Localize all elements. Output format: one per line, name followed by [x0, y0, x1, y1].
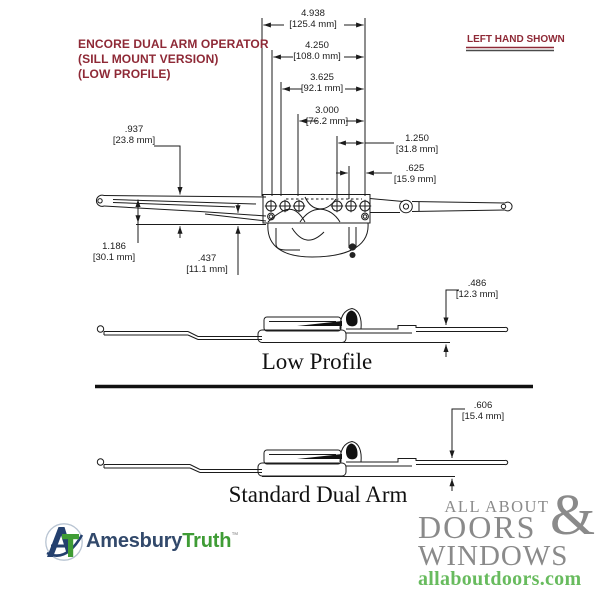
- aad-windows: WINDOWS: [418, 540, 569, 572]
- dim-0-437: .437 [11.1 mm]: [186, 253, 228, 275]
- all-about-doors-logo: ALL ABOUT & DOORS WINDOWS allaboutdoors.…: [416, 486, 595, 594]
- dim-4-938-in: 4.938: [301, 8, 325, 19]
- dim-1-250-mm: [31.8 mm]: [395, 143, 439, 155]
- dim-0-937-mm: [23.8 mm]: [112, 134, 156, 146]
- dim-0-486: .486 [12.3 mm]: [455, 278, 499, 300]
- aad-ampersand: &: [550, 482, 596, 547]
- dim-4-250: 4.250 [108.0 mm]: [293, 40, 341, 62]
- dim-0-437-mm: [11.1 mm]: [186, 263, 228, 275]
- dim-4-250-mm: [108.0 mm]: [293, 50, 341, 62]
- caption-standard-dual-arm: Standard Dual Arm: [228, 482, 408, 507]
- aad-url: allaboutdoors.com: [418, 568, 582, 590]
- hand-note: LEFT HAND SHOWN: [467, 34, 565, 45]
- dim-4-250-in: 4.250: [305, 40, 329, 51]
- amesbury-name: Amesbury: [86, 530, 183, 552]
- dim-1-186: 1.186 [30.1 mm]: [92, 241, 136, 263]
- drawing-title-line-1: ENCORE DUAL ARM OPERATOR: [78, 37, 269, 51]
- dim-0-606-mm: [15.4 mm]: [461, 410, 505, 422]
- truth-name: Truth: [182, 530, 232, 552]
- drawing-title: ENCORE DUAL ARM OPERATOR (SILL MOUNT VER…: [78, 37, 269, 82]
- dim-1-186-mm: [30.1 mm]: [92, 251, 136, 263]
- dim-1-186-in: 1.186: [102, 241, 126, 252]
- amesbury-truth-emblem: [45, 523, 84, 561]
- aad-all-about: ALL ABOUT: [444, 497, 550, 516]
- dim-0-625: .625 [15.9 mm]: [393, 163, 437, 185]
- dim-3-625-mm: [92.1 mm]: [300, 82, 344, 94]
- dim-3-000: 3.000 [76.2 mm]: [305, 105, 349, 127]
- dim-0-486-in: .486: [467, 278, 487, 289]
- aad-doors: DOORS: [418, 509, 537, 545]
- drawing-title-line-3: (LOW PROFILE): [78, 67, 171, 81]
- dim-1-250-in: 1.250: [405, 133, 429, 144]
- dim-3-625-in: 3.625: [310, 72, 334, 83]
- screw-holes: [264, 199, 372, 213]
- dim-4-938: 4.938 [125.4 mm]: [289, 8, 337, 30]
- dim-3-000-in: 3.000: [315, 105, 339, 116]
- low-profile-side-view: [96, 289, 509, 357]
- amesbury-truth-wordmark: AmesburyTruth™: [86, 530, 238, 553]
- trademark-symbol: ™: [231, 532, 239, 539]
- dimension-arrows: [135, 22, 394, 275]
- standard-dual-arm-side-view: [96, 408, 509, 491]
- dim-0-486-mm: [12.3 mm]: [455, 288, 499, 300]
- dim-4-938-mm: [125.4 mm]: [289, 18, 337, 30]
- dim-0-606-in: .606: [473, 400, 493, 411]
- dim-0-437-in: .437: [197, 253, 217, 264]
- dim-1-250: 1.250 [31.8 mm]: [395, 133, 439, 155]
- dim-0-606: .606 [15.4 mm]: [461, 400, 505, 422]
- drawing-title-line-2: (SILL MOUNT VERSION): [78, 52, 219, 66]
- dim-0-937: .937 [23.8 mm]: [112, 124, 156, 146]
- dim-0-625-mm: [15.9 mm]: [393, 173, 437, 185]
- top-view-operator: [96, 194, 513, 258]
- dim-0-937-in: .937: [124, 124, 144, 135]
- dim-3-625: 3.625 [92.1 mm]: [300, 72, 344, 94]
- hand-note-underline: [466, 46, 554, 52]
- dim-3-000-mm: [76.2 mm]: [305, 115, 349, 127]
- caption-low-profile: Low Profile: [261, 349, 373, 374]
- dimension-extension-lines: [261, 18, 366, 199]
- dim-0-625-in: .625: [405, 163, 425, 174]
